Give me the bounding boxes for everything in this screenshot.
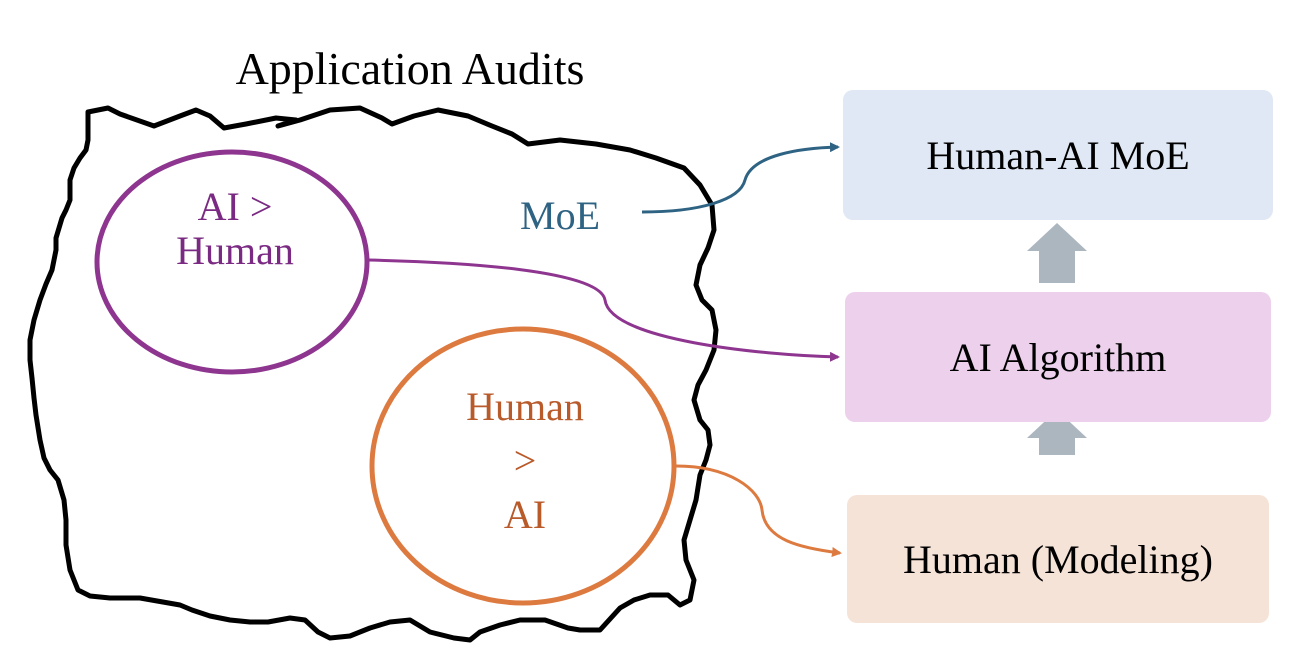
human-over-ai-line1: Human xyxy=(466,384,584,429)
up-arrow-lower xyxy=(1027,410,1087,455)
moe-label: MoE xyxy=(520,193,600,238)
human-modeling-connector-arrow xyxy=(675,464,842,557)
human-over-ai-line2: > xyxy=(513,438,537,483)
ai-algorithm-label: AI Algorithm xyxy=(949,334,1167,380)
ai-over-human-line2: Human xyxy=(176,228,294,273)
human-over-ai-line3: AI xyxy=(503,492,547,537)
human-over-ai-label: Human > AI xyxy=(375,380,675,542)
human-over-ai-circle xyxy=(369,326,677,606)
ai-algorithm-connector-arrow xyxy=(367,258,840,362)
up-arrow-upper xyxy=(1027,223,1087,283)
human-modeling-label: Human (Modeling) xyxy=(903,536,1213,582)
human-ai-moe-label: Human-AI MoE xyxy=(926,132,1190,178)
human-modeling-box: Human (Modeling) xyxy=(847,495,1269,623)
moe-connector-arrow xyxy=(641,142,840,214)
audit-region-outline xyxy=(27,105,719,643)
ai-over-human-circle xyxy=(94,149,370,375)
diagram-title: Application Audits xyxy=(235,43,585,94)
ai-over-human-line1: AI > xyxy=(197,184,273,229)
human-ai-moe-box: Human-AI MoE xyxy=(843,90,1273,220)
ai-over-human-label: AI > Human xyxy=(100,185,370,273)
ai-algorithm-box: AI Algorithm xyxy=(845,292,1271,422)
